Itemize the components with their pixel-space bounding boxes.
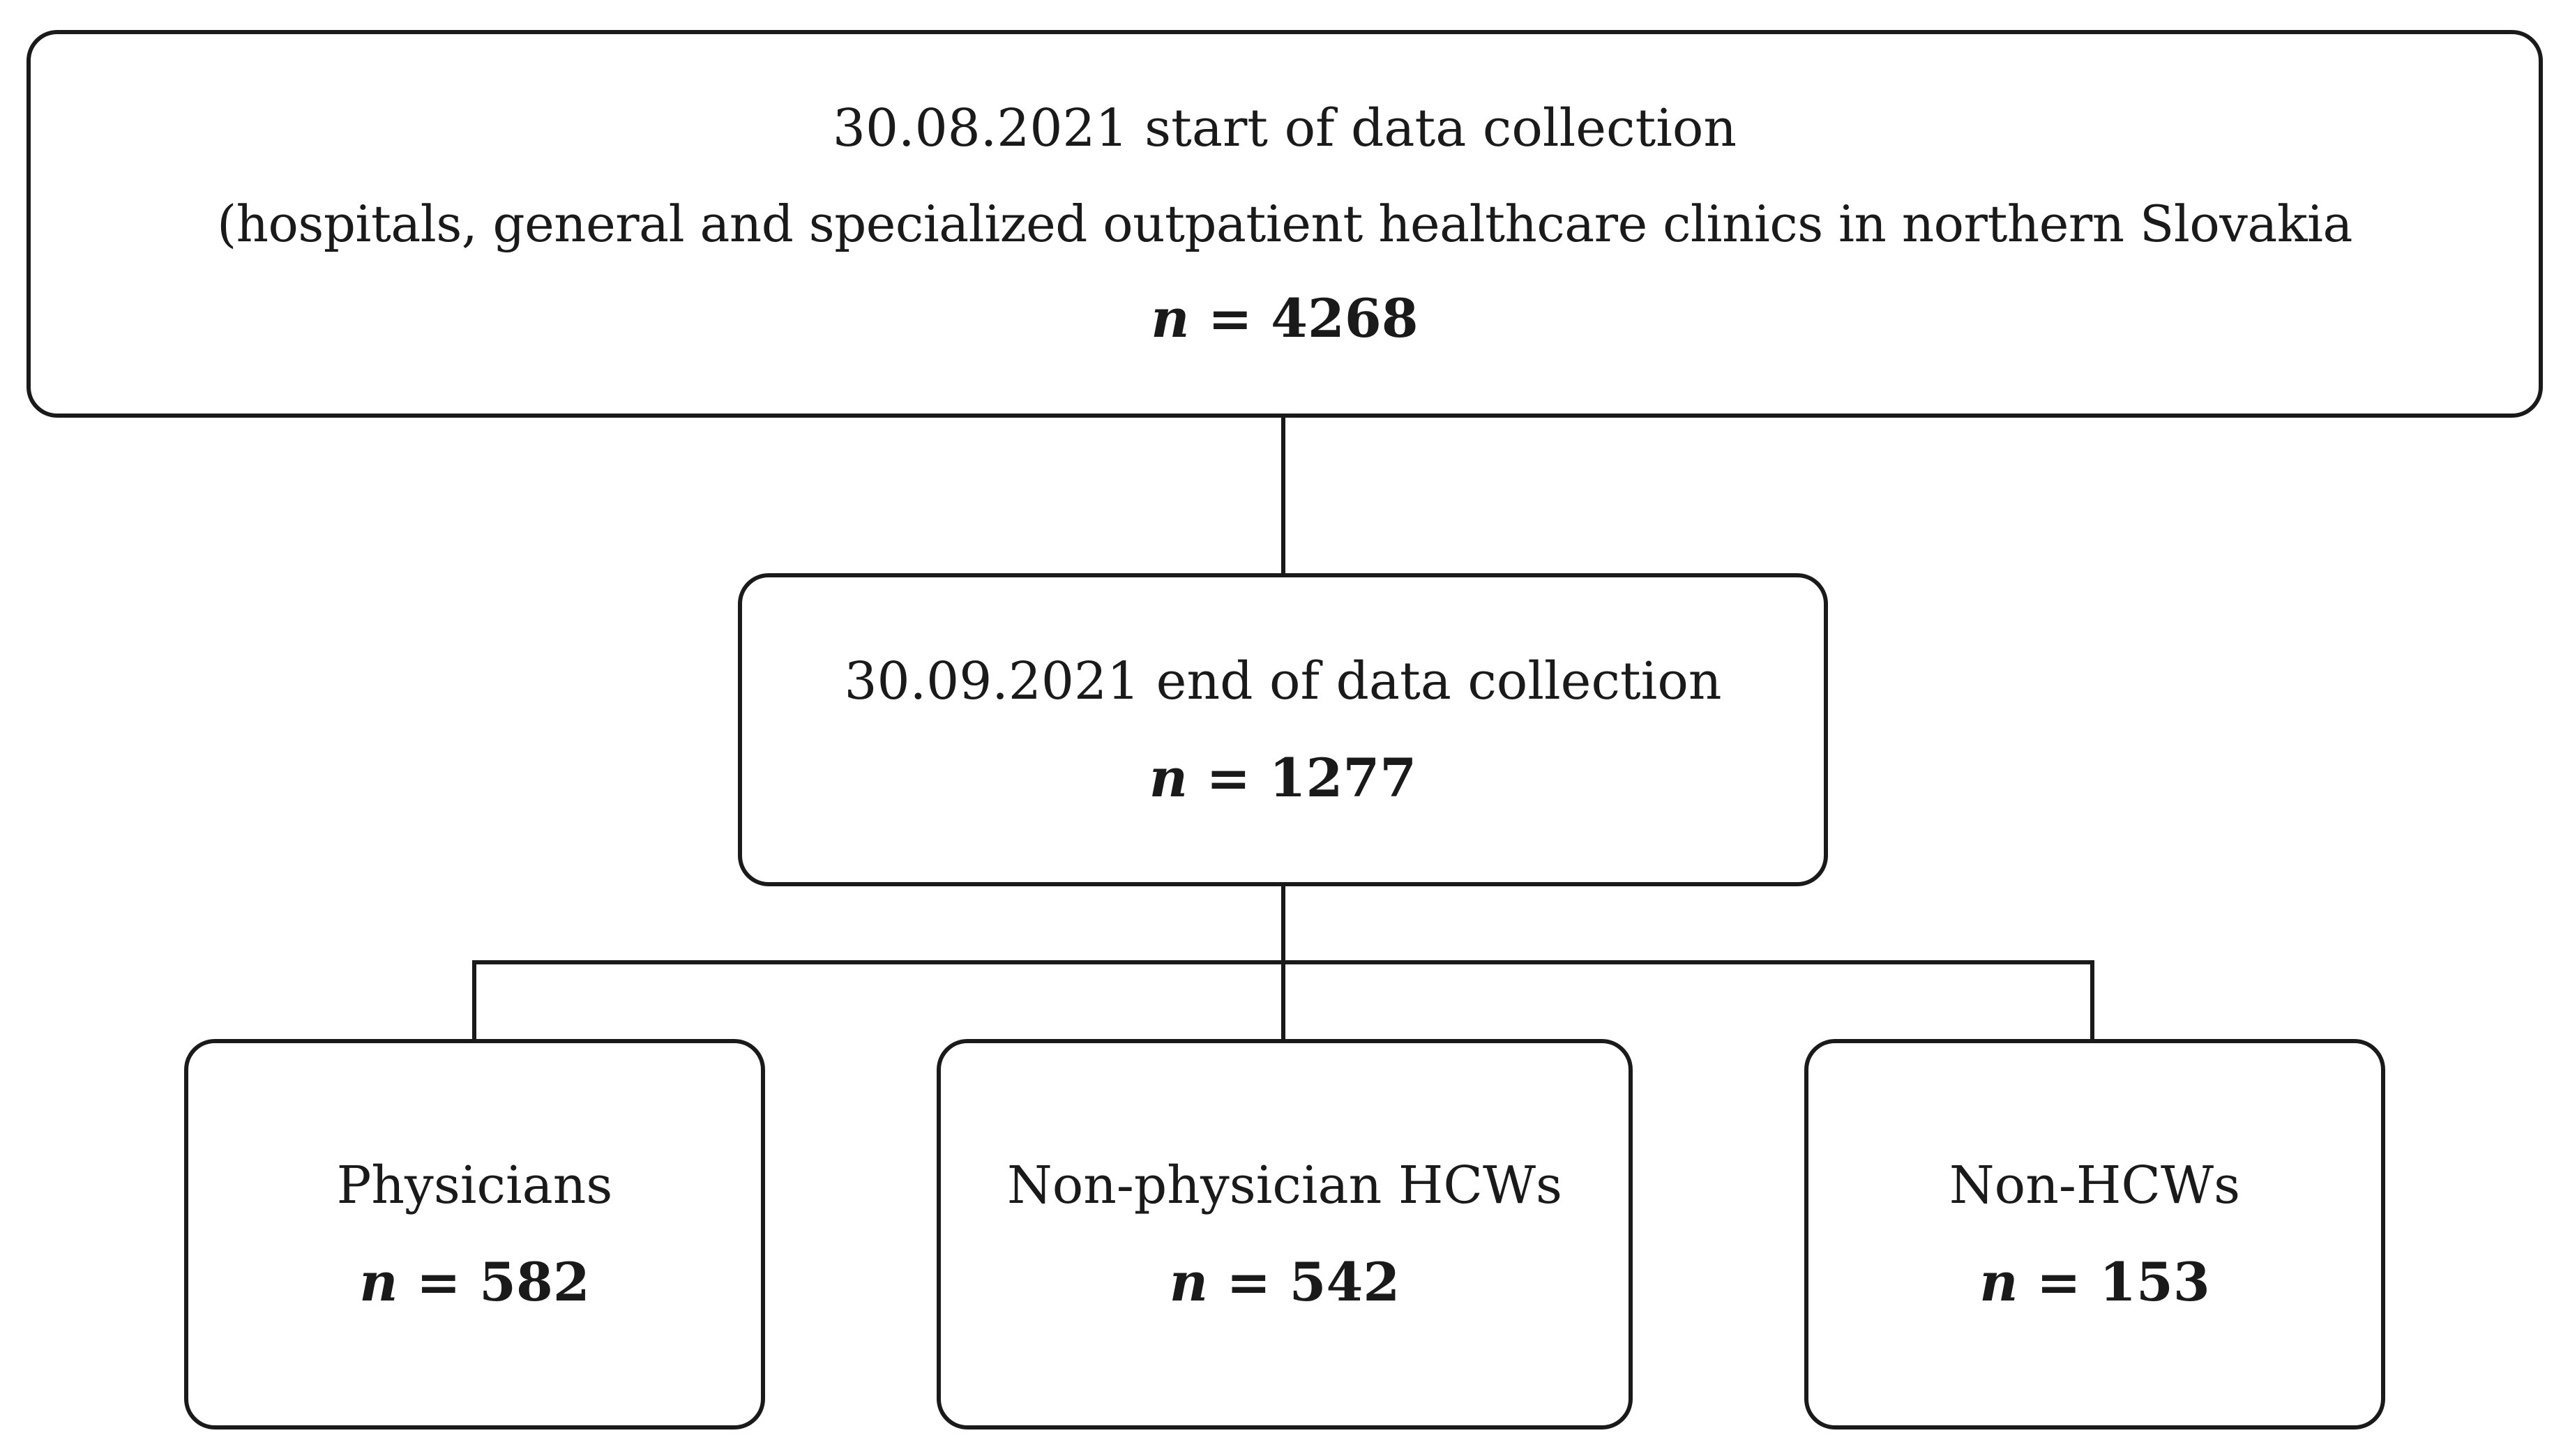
non-physician-hcws-count-var: n <box>1169 1251 1208 1313</box>
end-count: n = 1277 <box>1149 751 1416 805</box>
start-count-var: n <box>1151 287 1190 349</box>
start-count-value: = 4268 <box>1189 287 1419 349</box>
start-of-data-collection-box: 30.08.2021 start of data collection (hos… <box>27 30 2543 418</box>
start-date-label: 30.08.2021 start of data collection <box>832 98 1737 158</box>
non-hcws-count-value: = 153 <box>2018 1251 2210 1313</box>
non-physician-hcws-box: Non-physician HCWs n = 542 <box>937 1039 1633 1430</box>
physicians-count-var: n <box>359 1251 398 1313</box>
non-hcws-count-var: n <box>1979 1251 2018 1313</box>
physicians-count-value: = 582 <box>398 1251 590 1313</box>
non-hcws-box: Non-HCWs n = 153 <box>1804 1039 2385 1430</box>
non-hcws-label: Non-HCWs <box>1949 1155 2241 1215</box>
physicians-label: Physicians <box>336 1155 613 1215</box>
physicians-count: n = 582 <box>359 1256 590 1309</box>
end-count-value: = 1277 <box>1188 746 1417 809</box>
end-count-var: n <box>1149 746 1188 809</box>
non-physician-hcws-label: Non-physician HCWs <box>1006 1155 1563 1215</box>
end-date-label: 30.09.2021 end of data collection <box>844 651 1722 711</box>
non-hcws-count: n = 153 <box>1979 1256 2210 1309</box>
non-physician-hcws-count: n = 542 <box>1170 1256 1400 1309</box>
end-of-data-collection-box: 30.09.2021 end of data collection n = 12… <box>738 573 1828 886</box>
start-sites-label: (hospitals, general and specialized outp… <box>217 195 2352 253</box>
physicians-box: Physicians n = 582 <box>184 1039 765 1430</box>
start-count: n = 4268 <box>1151 292 1418 345</box>
non-physician-hcws-count-value: = 542 <box>1208 1251 1400 1313</box>
